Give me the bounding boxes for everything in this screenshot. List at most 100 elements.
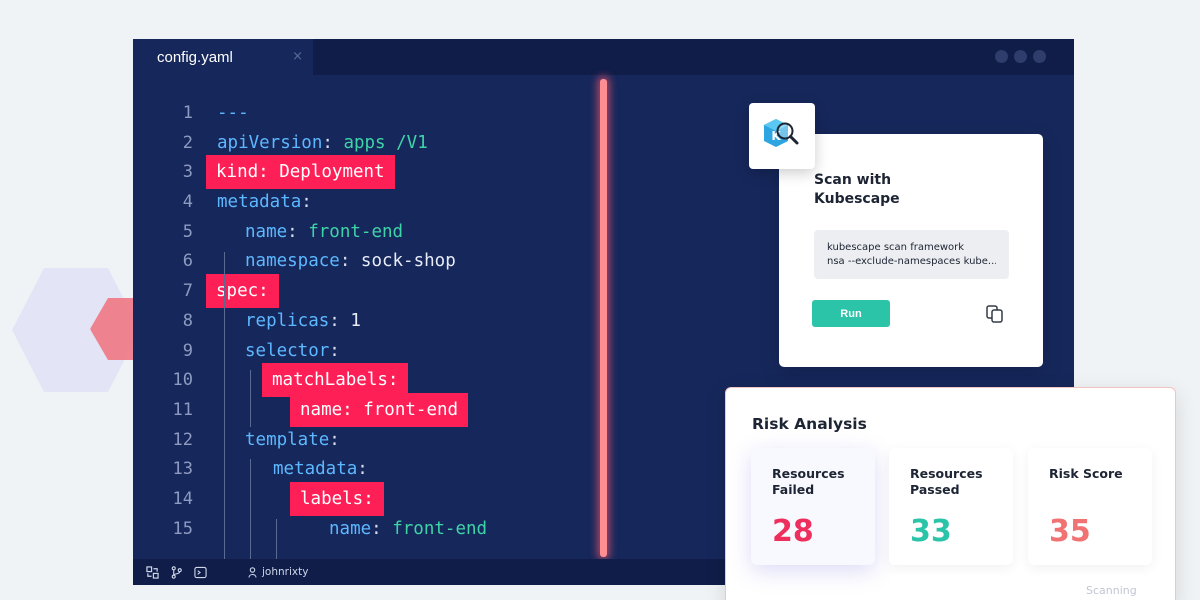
code-line[interactable]: 14 labels: [133, 481, 603, 516]
code-text: template: [245, 426, 340, 456]
git-branch-icon[interactable] [170, 565, 183, 579]
highlighted-code: labels: [290, 481, 384, 516]
window-dot-icon[interactable] [1014, 50, 1027, 63]
code-text: name: front-end [245, 218, 403, 248]
window-dot-icon[interactable] [995, 50, 1008, 63]
indent-guide [276, 519, 277, 582]
code-token: front-end [308, 221, 404, 242]
code-token: apps /V1 [343, 132, 428, 153]
code-token: : [329, 310, 351, 331]
code-token: name [245, 221, 288, 242]
code-token: : [258, 281, 269, 302]
metric-resources-passed[interactable]: Resources Passed 33 [889, 448, 1013, 565]
code-line[interactable]: 4 metadata: [133, 188, 603, 218]
command-line: nsa --exclude-namespaces kube... [827, 256, 996, 267]
code-text: metadata: [217, 188, 312, 218]
window-controls [995, 50, 1046, 63]
code-line[interactable]: 12 template: [133, 426, 603, 456]
highlighted-code: spec: [206, 274, 279, 309]
code-token: front-end [392, 518, 488, 539]
indent-guide [224, 252, 225, 582]
code-token: metadata [217, 192, 302, 213]
scan-card: Scan with Kubescape kubescape scan frame… [779, 134, 1043, 367]
tab-title: config.yaml [157, 48, 233, 66]
code-text: apiVersion: apps /V1 [217, 129, 428, 159]
code-token: apiVersion [217, 132, 323, 153]
code-token: : [387, 370, 399, 391]
scan-title: Scan with Kubescape [814, 172, 900, 207]
code-token: : [357, 459, 368, 480]
metric-resources-failed[interactable]: Resources Failed 28 [751, 448, 875, 565]
code-token: Deployment [279, 162, 385, 183]
metric-value: 35 [1049, 514, 1091, 549]
indent-guide [250, 459, 251, 582]
code-text: name: front-end [329, 515, 487, 545]
command-line: kubescape scan framework [827, 242, 965, 253]
code-token: name [329, 518, 372, 539]
code-token: 1 [350, 310, 361, 331]
line-number: 4 [182, 192, 193, 213]
code-token: : [363, 488, 374, 509]
line-number: 7 [182, 281, 193, 302]
code-token: namespace [245, 251, 340, 272]
command-box[interactable]: kubescape scan framework nsa --exclude-n… [814, 230, 1009, 279]
code-token: replicas [245, 310, 330, 331]
metric-value: 28 [772, 514, 814, 549]
code-token: matchLabels [272, 370, 388, 391]
line-number: 8 [182, 310, 193, 331]
code-line[interactable]: 8 replicas: 1 [133, 307, 603, 337]
user-icon [248, 566, 257, 578]
line-number: 11 [172, 399, 193, 420]
code-line[interactable]: 1--- [133, 99, 603, 129]
line-number: 14 [172, 488, 193, 509]
code-token: labels [300, 488, 364, 509]
code-token: metadata [273, 459, 358, 480]
window-dot-icon[interactable] [1033, 50, 1046, 63]
close-icon[interactable]: × [292, 49, 303, 64]
metric-label: Resources Failed [772, 466, 845, 497]
indent-guide [250, 370, 251, 427]
line-number: 12 [172, 429, 193, 450]
code-token: : [329, 429, 340, 450]
code-text: namespace: sock-shop [245, 247, 456, 277]
line-number: 5 [182, 221, 193, 242]
code-line[interactable]: 7 spec: [133, 274, 603, 309]
code-text: --- [217, 99, 249, 129]
code-token: name [300, 399, 343, 420]
risk-title: Risk Analysis [752, 415, 867, 433]
run-button[interactable]: Run [812, 300, 890, 327]
code-token: : [329, 340, 340, 361]
scanning-status: Scanning [1086, 584, 1137, 597]
code-token: spec [216, 281, 259, 302]
code-text: metadata: [273, 455, 368, 485]
metric-risk-score[interactable]: Risk Score 35 [1028, 448, 1152, 565]
line-number: 13 [172, 459, 193, 480]
code-token: : [287, 221, 309, 242]
copy-icon[interactable] [985, 304, 1005, 324]
layout-icon[interactable] [146, 565, 159, 579]
metric-label: Resources Passed [910, 466, 983, 497]
code-line[interactable]: 5 name: front-end [133, 218, 603, 248]
code-line[interactable]: 13 metadata: [133, 455, 603, 485]
code-token: kind [216, 162, 259, 183]
scan-line [600, 79, 607, 557]
highlighted-code: matchLabels: [262, 363, 409, 398]
metric-label: Risk Score [1049, 466, 1123, 481]
code-token: : [342, 399, 364, 420]
tab-config-yaml[interactable]: config.yaml × [133, 39, 313, 75]
status-user[interactable]: johnrixty [248, 566, 308, 578]
terminal-icon[interactable] [194, 566, 207, 579]
status-user-name: johnrixty [262, 566, 309, 578]
code-token: : [371, 518, 393, 539]
code-text: selector: [245, 337, 340, 367]
code-token: : [339, 251, 361, 272]
code-token: : [301, 192, 312, 213]
